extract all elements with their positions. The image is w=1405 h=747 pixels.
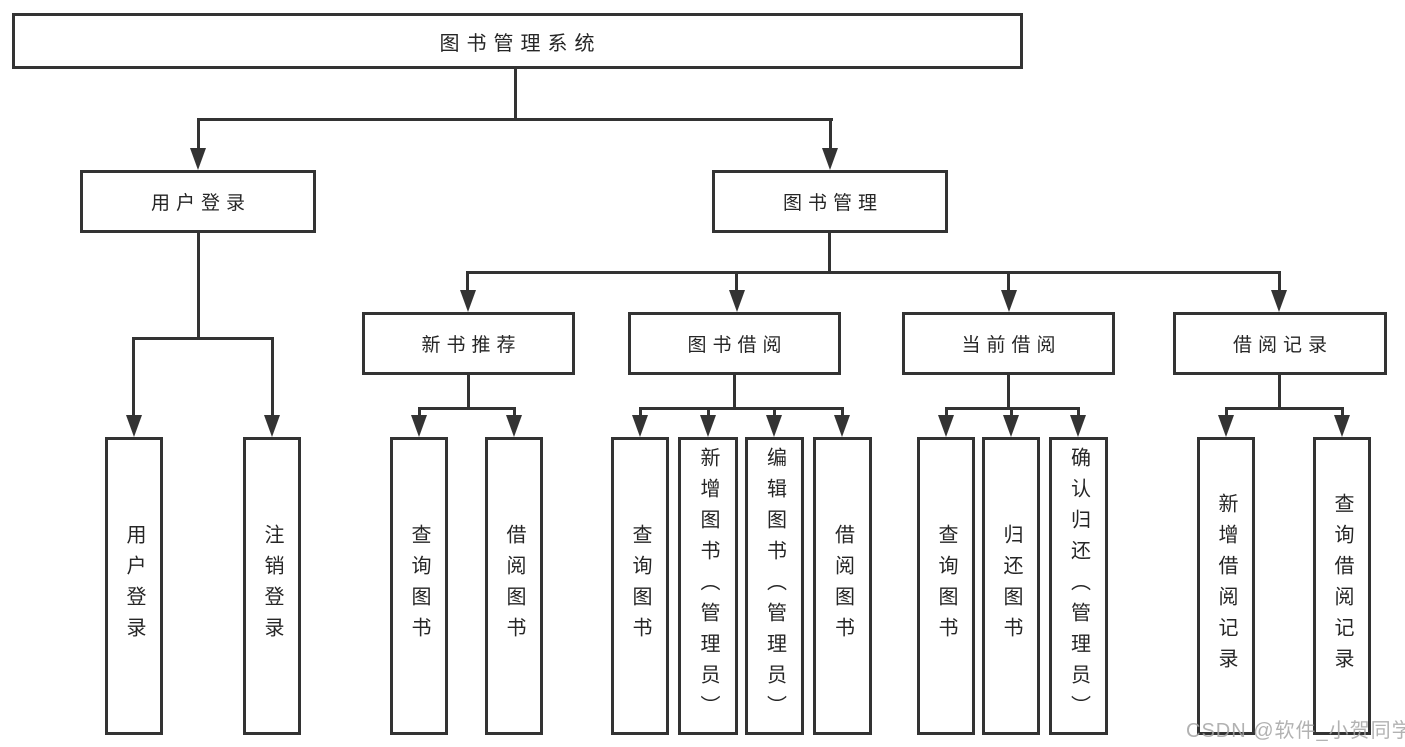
leaf-user-login: 用户登录 [105, 437, 163, 735]
connector-line [1010, 407, 1013, 419]
connector-line [466, 271, 469, 293]
connector-line [707, 407, 710, 419]
leaf-return-book: 归还图书 [982, 437, 1040, 735]
arrowhead-icon [1003, 415, 1019, 437]
leaf-add-book-admin: 新增图书（管理员） [678, 437, 738, 735]
node-new-book-recommend: 新书推荐 [362, 312, 575, 375]
connector-line [271, 337, 274, 417]
leaf-query-books-current: 查询图书 [917, 437, 975, 735]
arrowhead-icon [822, 148, 838, 170]
arrowhead-icon [460, 290, 476, 312]
connector-line [513, 407, 516, 419]
arrowhead-icon [1070, 415, 1086, 437]
connector-line [945, 407, 948, 419]
connector-line [735, 271, 738, 293]
arrowhead-icon [411, 415, 427, 437]
connector-line [639, 407, 642, 419]
connector-line [132, 337, 274, 340]
connector-line [639, 407, 843, 410]
arrowhead-icon [938, 415, 954, 437]
leaf-add-borrow-record: 新增借阅记录 [1197, 437, 1255, 735]
arrowhead-icon [834, 415, 850, 437]
leaf-confirm-return-admin: 确认归还（管理员） [1049, 437, 1108, 735]
leaf-edit-book-admin: 编辑图书（管理员） [745, 437, 804, 735]
connector-line [514, 69, 517, 118]
arrowhead-icon [1218, 415, 1234, 437]
arrowhead-icon [126, 415, 142, 437]
connector-line [467, 375, 470, 407]
connector-line [197, 233, 200, 337]
leaf-query-books-recommend: 查询图书 [390, 437, 448, 735]
connector-line [197, 118, 200, 152]
arrowhead-icon [1334, 415, 1350, 437]
connector-line [828, 233, 831, 273]
arrowhead-icon [729, 290, 745, 312]
connector-line [132, 337, 135, 417]
connector-line [1007, 271, 1010, 293]
watermark: CSDN @软件_小贺同学 [1186, 720, 1405, 742]
leaf-query-borrow-record: 查询借阅记录 [1313, 437, 1371, 735]
node-library-system: 图书管理系统 [12, 13, 1023, 69]
connector-line [733, 375, 736, 407]
connector-line [1225, 407, 1228, 419]
arrowhead-icon [506, 415, 522, 437]
connector-line [1278, 375, 1281, 407]
connector-line [1341, 407, 1344, 419]
leaf-query-books-borrow: 查询图书 [611, 437, 669, 735]
arrowhead-icon [1271, 290, 1287, 312]
connector-line [1077, 407, 1080, 419]
connector-line [841, 407, 844, 419]
node-current-borrow: 当前借阅 [902, 312, 1115, 375]
node-book-borrow: 图书借阅 [628, 312, 841, 375]
arrowhead-icon [264, 415, 280, 437]
connector-line [1007, 375, 1010, 407]
connector-line [1278, 271, 1281, 293]
arrowhead-icon [190, 148, 206, 170]
arrowhead-icon [632, 415, 648, 437]
arrowhead-icon [1001, 290, 1017, 312]
connector-line [418, 407, 421, 419]
node-book-management: 图书管理 [712, 170, 948, 233]
connector-line [773, 407, 776, 419]
leaf-logout: 注销登录 [243, 437, 301, 735]
node-borrow-records: 借阅记录 [1173, 312, 1387, 375]
connector-line [418, 407, 515, 410]
connector-line [829, 118, 832, 152]
node-user-login: 用户登录 [80, 170, 316, 233]
arrowhead-icon [700, 415, 716, 437]
arrowhead-icon [766, 415, 782, 437]
connector-line [466, 271, 1281, 274]
leaf-borrow-books: 借阅图书 [813, 437, 872, 735]
connector-line [197, 118, 833, 121]
connector-line [1225, 407, 1343, 410]
leaf-borrow-books-recommend: 借阅图书 [485, 437, 543, 735]
